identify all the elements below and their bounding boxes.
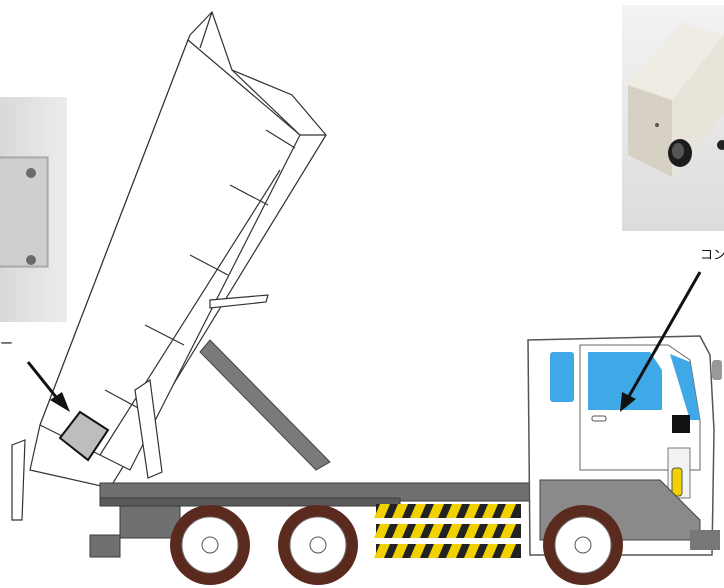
hazard-stripes: [374, 504, 521, 558]
dump-bed: [12, 12, 326, 520]
hydraulic-arm: [200, 340, 330, 470]
rear-wheel-2: [278, 505, 358, 585]
rear-wheel-1: [170, 505, 250, 585]
cab-rear-window: [550, 352, 574, 402]
front-wheel: [543, 505, 623, 585]
